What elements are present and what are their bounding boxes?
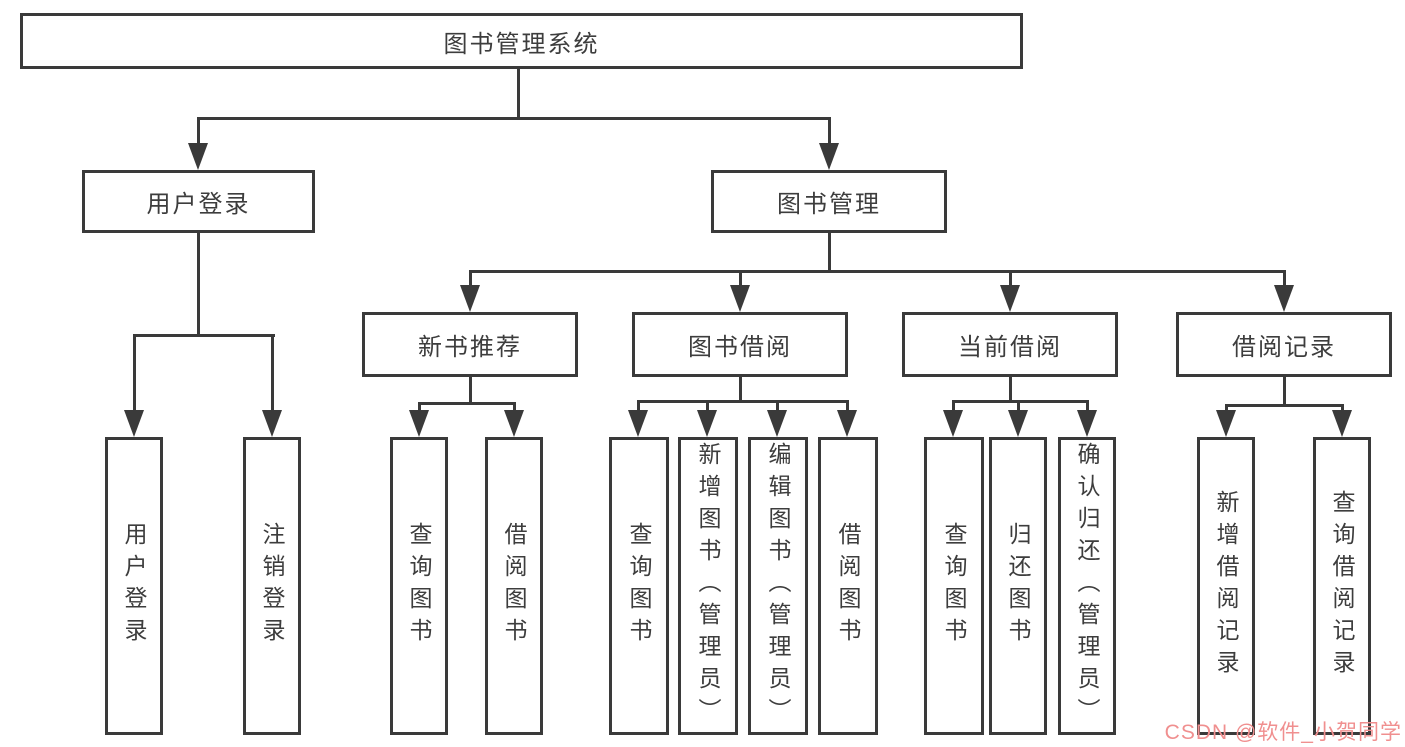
leaf-query-books-recommend-label: 查询图书 <box>406 522 432 650</box>
connector-stem-leaf <box>271 334 274 412</box>
arrow-down-icon <box>1274 285 1294 312</box>
arrow-down-icon <box>1332 410 1352 437</box>
connector-stem-leaf <box>1086 400 1089 412</box>
connector-stem-leaf <box>706 400 709 412</box>
arrow-down-icon <box>837 410 857 437</box>
connector-stem-user-login <box>197 117 200 146</box>
connector-user-login-horizontal <box>133 334 275 337</box>
node-borrow-records-label: 借阅记录 <box>1232 334 1336 361</box>
arrow-down-icon <box>1077 410 1097 437</box>
connector-stem-book-management <box>828 117 831 146</box>
connector-root-horizontal <box>197 117 831 120</box>
connector-book-management-horizontal <box>469 270 1286 273</box>
arrow-down-icon <box>188 143 208 170</box>
leaf-user-login: 用户登录 <box>105 437 163 735</box>
leaf-add-borrow-record-label: 新增借阅记录 <box>1213 490 1239 682</box>
leaf-logout-label: 注销登录 <box>259 522 285 650</box>
node-user-login-label: 用户登录 <box>146 191 251 218</box>
leaf-return-book: 归还图书 <box>989 437 1047 735</box>
connector-root-vertical <box>517 69 520 119</box>
leaf-user-login-label: 用户登录 <box>121 522 147 650</box>
node-book-management: 图书管理 <box>711 170 947 233</box>
node-book-borrow: 图书借阅 <box>632 312 848 377</box>
connector-stem-leaf <box>846 400 849 412</box>
arrow-down-icon <box>262 410 282 437</box>
node-new-book-recommend-label: 新书推荐 <box>418 334 522 361</box>
connector-stem-leaf <box>776 400 779 412</box>
leaf-query-books-borrow: 查询图书 <box>609 437 669 735</box>
arrow-down-icon <box>730 285 750 312</box>
connector-stem-leaf <box>1341 404 1344 412</box>
leaf-query-books-current: 查询图书 <box>924 437 984 735</box>
connector-current-borrow-vertical <box>1009 377 1012 403</box>
leaf-return-book-label: 归还图书 <box>1005 522 1031 650</box>
connector-stem-leaf <box>952 400 955 412</box>
node-current-borrow-label: 当前借阅 <box>958 334 1062 361</box>
leaf-query-borrow-record-label: 查询借阅记录 <box>1329 490 1355 682</box>
leaf-query-books-borrow-label: 查询图书 <box>626 522 652 650</box>
leaf-borrow-books-borrow: 借阅图书 <box>818 437 878 735</box>
leaf-query-borrow-record: 查询借阅记录 <box>1313 437 1371 735</box>
connector-stem-l3 <box>1009 270 1012 287</box>
arrow-down-icon <box>628 410 648 437</box>
arrow-down-icon <box>943 410 963 437</box>
leaf-add-book-admin: 新增图书（管理员） <box>678 437 738 735</box>
connector-stem-l3 <box>739 270 742 287</box>
leaf-borrow-books-recommend-label: 借阅图书 <box>501 522 527 650</box>
node-user-login: 用户登录 <box>82 170 315 233</box>
node-root: 图书管理系统 <box>20 13 1023 69</box>
connector-book-management-vertical <box>828 233 831 273</box>
watermark: CSDN @软件_小贺同学 <box>1164 721 1402 744</box>
node-book-management-label: 图书管理 <box>777 191 881 218</box>
arrow-down-icon <box>124 410 144 437</box>
arrow-down-icon <box>697 410 717 437</box>
node-borrow-records: 借阅记录 <box>1176 312 1392 377</box>
leaf-query-books-recommend: 查询图书 <box>390 437 448 735</box>
leaf-logout: 注销登录 <box>243 437 301 735</box>
connector-stem-l3 <box>469 270 472 287</box>
arrow-down-icon <box>1216 410 1236 437</box>
connector-new-book-vertical <box>469 377 472 405</box>
node-root-label: 图书管理系统 <box>443 30 600 58</box>
connector-user-login-vertical <box>197 233 200 337</box>
node-book-borrow-label: 图书借阅 <box>688 334 792 361</box>
arrow-down-icon <box>1008 410 1028 437</box>
connector-book-borrow-horizontal <box>637 400 849 403</box>
leaf-edit-book-admin: 编辑图书（管理员） <box>748 437 808 735</box>
connector-stem-l3 <box>1283 270 1286 287</box>
connector-stem-leaf <box>133 334 136 412</box>
connector-stem-leaf <box>513 402 516 412</box>
arrow-down-icon <box>819 143 839 170</box>
leaf-borrow-books-borrow-label: 借阅图书 <box>835 522 861 650</box>
arrow-down-icon <box>460 285 480 312</box>
connector-borrow-records-horizontal <box>1225 404 1344 407</box>
connector-current-borrow-horizontal <box>952 400 1089 403</box>
arrow-down-icon <box>409 410 429 437</box>
connector-new-book-horizontal <box>418 402 516 405</box>
connector-borrow-records-vertical <box>1283 377 1286 407</box>
node-current-borrow: 当前借阅 <box>902 312 1118 377</box>
leaf-add-borrow-record: 新增借阅记录 <box>1197 437 1255 735</box>
arrow-down-icon <box>504 410 524 437</box>
leaf-add-book-admin-label: 新增图书（管理员） <box>695 442 721 730</box>
connector-book-borrow-vertical <box>739 377 742 403</box>
arrow-down-icon <box>1000 285 1020 312</box>
leaf-confirm-return-admin: 确认归还（管理员） <box>1058 437 1116 735</box>
node-new-book-recommend: 新书推荐 <box>362 312 578 377</box>
connector-stem-leaf <box>637 400 640 412</box>
connector-stem-leaf <box>1017 400 1020 412</box>
leaf-edit-book-admin-label: 编辑图书（管理员） <box>765 442 791 730</box>
connector-stem-leaf <box>418 402 421 412</box>
leaf-query-books-current-label: 查询图书 <box>941 522 967 650</box>
leaf-confirm-return-admin-label: 确认归还（管理员） <box>1074 442 1100 730</box>
connector-stem-leaf <box>1225 404 1228 412</box>
arrow-down-icon <box>767 410 787 437</box>
leaf-borrow-books-recommend: 借阅图书 <box>485 437 543 735</box>
